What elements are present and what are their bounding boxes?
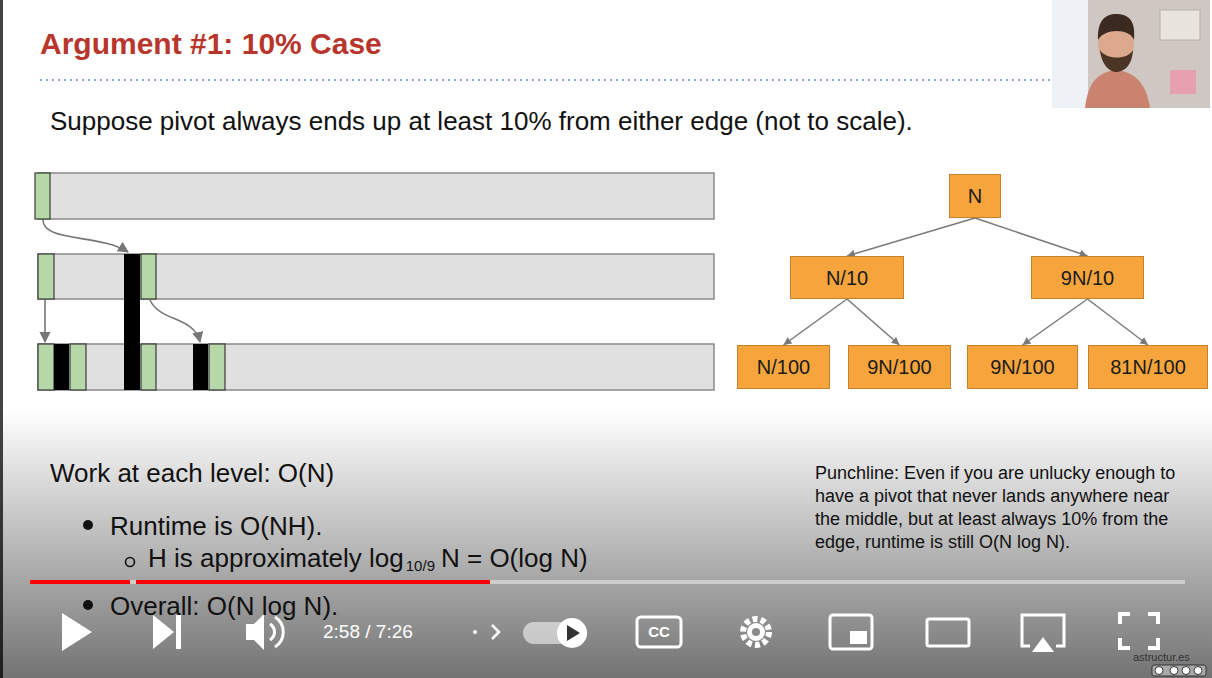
progress-played	[136, 580, 490, 584]
tree-arrow	[847, 299, 900, 345]
bullet-text: Runtime is O(NH).	[110, 511, 322, 541]
airplay-icon	[1032, 637, 1054, 652]
webcam-frame	[1052, 0, 1210, 108]
webcam-beard	[1100, 50, 1133, 72]
autoplay-knob	[557, 618, 587, 648]
box-label: 9N/10	[1061, 266, 1114, 290]
watermark: astructur.es	[1133, 651, 1190, 664]
fullscreen-icon	[1120, 614, 1158, 648]
cc-icon	[637, 617, 681, 647]
tree-arrow	[847, 218, 975, 256]
time-display: 2:58 / 7:26	[323, 621, 413, 643]
settings-icon	[752, 628, 760, 636]
tree-arrow	[1088, 299, 1149, 345]
subproblem-box: N/10	[790, 256, 904, 299]
move-arrow	[44, 300, 46, 342]
subproblem-box: 81N/100	[1088, 345, 1208, 389]
autoplay-knob	[567, 625, 580, 641]
box-label: 81N/100	[1110, 355, 1186, 379]
bullet	[83, 600, 93, 610]
box-label: N/100	[757, 355, 810, 379]
formula-text: N = O(log N)	[441, 543, 588, 573]
pivot-cell	[141, 344, 156, 390]
formula-line: H is approximately log10/9 N = O(log N)	[148, 543, 588, 581]
pivot-cell	[38, 254, 54, 299]
box-label: N	[968, 184, 982, 208]
subproblem-box: N/100	[737, 345, 830, 389]
chapter-chevron	[492, 625, 499, 639]
webcam-pillow	[1170, 70, 1196, 94]
separator-dot	[473, 630, 477, 634]
tree-arrow	[975, 218, 1088, 256]
settings-icon	[743, 619, 769, 645]
miniplayer-icon	[850, 631, 867, 644]
pivot-cell	[141, 254, 156, 299]
license-badge	[1194, 667, 1202, 675]
pivot-cell	[35, 173, 50, 219]
theater-icon	[927, 619, 969, 646]
bullet	[83, 520, 93, 530]
bullet-text: Overall: O(N log N).	[110, 591, 338, 621]
pivot-cell	[70, 344, 86, 390]
tree-arrow	[784, 299, 848, 345]
settings-icon	[747, 623, 765, 641]
volume-icon	[275, 617, 283, 647]
subproblem-box: 9N/10	[1031, 256, 1144, 299]
cc-label: CC	[637, 622, 681, 642]
formula-text: H is approximately log	[148, 543, 404, 573]
player-shade	[0, 410, 1212, 678]
move-arrow	[43, 220, 128, 252]
box-label: 9N/100	[990, 355, 1055, 379]
progress-track	[30, 580, 1185, 584]
body-line: Work at each level: O(N)	[50, 458, 334, 488]
placed-pivot	[193, 344, 208, 390]
webcam-window	[1052, 0, 1088, 108]
webcam-shelf	[1160, 10, 1200, 40]
array-bar	[38, 173, 714, 219]
subproblem-box: 9N/100	[848, 345, 951, 389]
pivot-cell	[38, 344, 54, 390]
miniplayer-icon	[830, 615, 872, 649]
license-badge	[1152, 665, 1206, 676]
pivot-cell	[209, 344, 225, 390]
bullet	[126, 558, 135, 567]
tree-arrow	[1023, 299, 1088, 345]
slide-subtitle: Suppose pivot always ends up at least 10…	[50, 106, 913, 136]
license-badge	[1170, 667, 1178, 675]
license-badge	[1155, 667, 1163, 675]
punchline-note: Punchline: Even if you are unlucky enoug…	[815, 462, 1187, 554]
play-icon	[62, 613, 92, 651]
placed-pivot	[124, 254, 140, 390]
webcam-shirt	[1085, 70, 1150, 108]
subproblem-box: 9N/100	[967, 345, 1078, 389]
dotted-rule	[40, 79, 1050, 81]
move-arrow	[150, 300, 200, 342]
box-label: N/10	[826, 266, 868, 290]
subproblem-box: N	[949, 174, 1001, 218]
volume-icon	[270, 624, 275, 640]
progress-played	[30, 580, 130, 584]
webcam-hair	[1098, 14, 1134, 40]
log-base: 10/9	[406, 557, 435, 574]
license-badge	[1182, 667, 1190, 675]
slide-title: Argument #1: 10% Case	[40, 26, 382, 62]
placed-pivot	[54, 344, 69, 390]
box-label: 9N/100	[867, 355, 932, 379]
